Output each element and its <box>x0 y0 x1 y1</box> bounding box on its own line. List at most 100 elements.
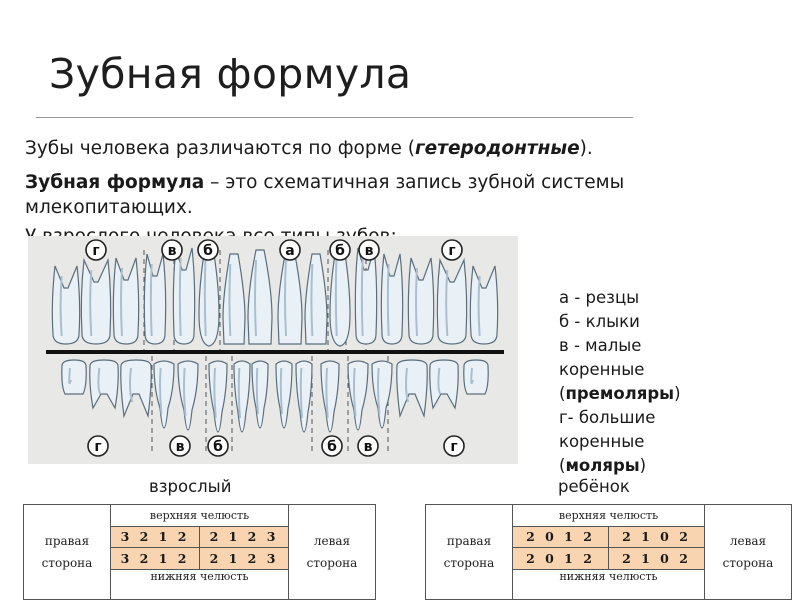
upper-tooth-shade <box>120 267 123 337</box>
lower-tooth-shade <box>68 367 72 384</box>
lower-tooth-shade <box>405 367 410 403</box>
lower-tooth-shade <box>299 367 303 419</box>
lower-tooth <box>463 359 489 395</box>
child-upper-jaw-label: верхняя челюсть <box>512 504 705 527</box>
lower-tooth <box>120 359 152 419</box>
adult-upper-jaw-label: верхняя челюсть <box>110 504 289 527</box>
bottom-label-г-circle <box>443 435 465 457</box>
top-label-б: б <box>335 243 345 259</box>
bottom-label-г: г <box>450 439 457 455</box>
lower-tooth <box>177 360 199 431</box>
lower-tooth-shade <box>237 367 241 419</box>
slide-title: Зубная формула <box>49 50 412 98</box>
lower-tooth <box>208 360 228 433</box>
lower-tooth-shade <box>129 367 134 403</box>
adult-lower-right-quadrant: 3 2 1 2 <box>110 547 200 570</box>
upper-tooth <box>198 241 220 347</box>
legend-molars-line2: коренные <box>559 432 645 451</box>
lower-tooth <box>320 360 340 433</box>
upper-tooth-shade <box>228 263 232 337</box>
definition-text: – это схематичная запись зубной системы … <box>25 172 625 218</box>
lower-tooth <box>347 360 369 431</box>
top-label-г-circle <box>85 239 107 261</box>
bottom-label-б-circle <box>207 435 229 457</box>
upper-tooth-shade <box>254 259 257 337</box>
adult-left-side: левая сторона <box>288 504 376 600</box>
lower-tooth <box>275 360 293 429</box>
legend-premolars-line1: в - малые <box>559 336 642 355</box>
lower-tooth <box>251 360 269 429</box>
title-divider <box>36 117 633 118</box>
legend-molars-term: моляры <box>565 456 640 475</box>
top-label-а: а <box>285 243 294 259</box>
upper-tooth <box>469 265 499 345</box>
upper-tooth <box>407 257 435 345</box>
upper-tooth-shade <box>334 251 338 337</box>
upper-tooth <box>354 247 378 345</box>
legend-premolars-line2: коренные <box>559 360 645 379</box>
lower-tooth <box>233 360 251 433</box>
upper-tooth <box>172 247 196 345</box>
lower-tooth-shade <box>437 367 442 395</box>
top-label-в-circle <box>358 239 380 261</box>
bottom-label-в: в <box>364 439 373 455</box>
legend-canines: б - клыки <box>559 312 640 331</box>
lower-tooth-shade <box>377 367 381 415</box>
lower-tooth-shade <box>213 367 217 419</box>
child-right-side: правая сторона <box>425 504 513 600</box>
lower-tooth-shade <box>183 367 187 417</box>
intro-paragraph: Зубы человека различаются по форме (гете… <box>25 136 785 161</box>
adult-lower-jaw-label: нижняя челюсть <box>110 568 289 600</box>
child-upper-left-quadrant: 2 1 0 2 <box>608 525 705 549</box>
bottom-label-в-circle <box>357 435 379 457</box>
upper-tooth-shade <box>59 275 63 337</box>
child-lower-jaw-label: нижняя челюсть <box>512 568 705 600</box>
definition-paragraph: Зубная формула – это схематичная запись … <box>25 170 785 220</box>
bottom-label-г: г <box>94 439 101 455</box>
upper-tooth <box>277 249 303 345</box>
upper-tooth <box>329 241 351 347</box>
upper-tooth-shade <box>89 269 93 337</box>
upper-tooth-shade <box>386 263 390 337</box>
child-lower-right-quadrant: 2 0 1 2 <box>512 547 609 570</box>
intro-term: гетеродонтные <box>415 138 580 159</box>
top-label-б-circle <box>329 239 351 261</box>
child-lower-left-quadrant: 2 1 0 2 <box>608 547 705 570</box>
child-formula-table: правая сторона верхняя челюсть левая сто… <box>425 504 792 600</box>
bottom-label-в: в <box>176 439 185 455</box>
upper-tooth <box>247 249 273 345</box>
lower-tooth-shade <box>279 367 283 415</box>
lower-tooth <box>429 359 459 410</box>
lower-tooth <box>89 359 119 410</box>
adult-lower-left-quadrant: 2 1 2 3 <box>199 547 289 570</box>
bottom-label-г-circle <box>87 435 109 457</box>
upper-tooth-shade <box>203 251 207 337</box>
legend-paren-open: ( <box>559 456 566 475</box>
legend-premolars-line3: (премоляры) <box>559 382 789 406</box>
lower-tooth <box>371 360 393 429</box>
legend-incisors: а - резцы <box>559 288 640 307</box>
upper-tooth <box>436 257 468 345</box>
top-label-б: б <box>203 243 213 259</box>
lower-tooth-shade <box>353 367 357 417</box>
upper-tooth-shade <box>310 263 314 337</box>
adult-formula-table: правая сторона верхняя челюсть левая сто… <box>23 504 376 600</box>
adult-upper-left-quadrant: 2 1 2 3 <box>199 525 289 549</box>
lower-tooth <box>153 360 175 429</box>
adult-caption: взрослый <box>149 477 232 496</box>
bottom-label-б: б <box>213 439 223 455</box>
tooth-legend: а - резцы б - клыки в - малые коренные (… <box>559 286 789 478</box>
upper-tooth <box>112 257 140 345</box>
intro-text-after: ). <box>579 138 593 159</box>
lower-tooth <box>295 360 313 433</box>
adult-upper-right-quadrant: 3 2 1 2 <box>110 525 200 549</box>
bottom-label-б-circle <box>321 435 343 457</box>
upper-tooth <box>222 253 246 345</box>
child-upper-right-quadrant: 2 0 1 2 <box>512 525 609 549</box>
top-label-а-circle <box>279 239 301 261</box>
bottom-label-в-circle <box>169 435 191 457</box>
upper-tooth <box>51 265 81 345</box>
legend-paren-close: ) <box>674 384 681 403</box>
lower-tooth-shade <box>325 367 329 419</box>
